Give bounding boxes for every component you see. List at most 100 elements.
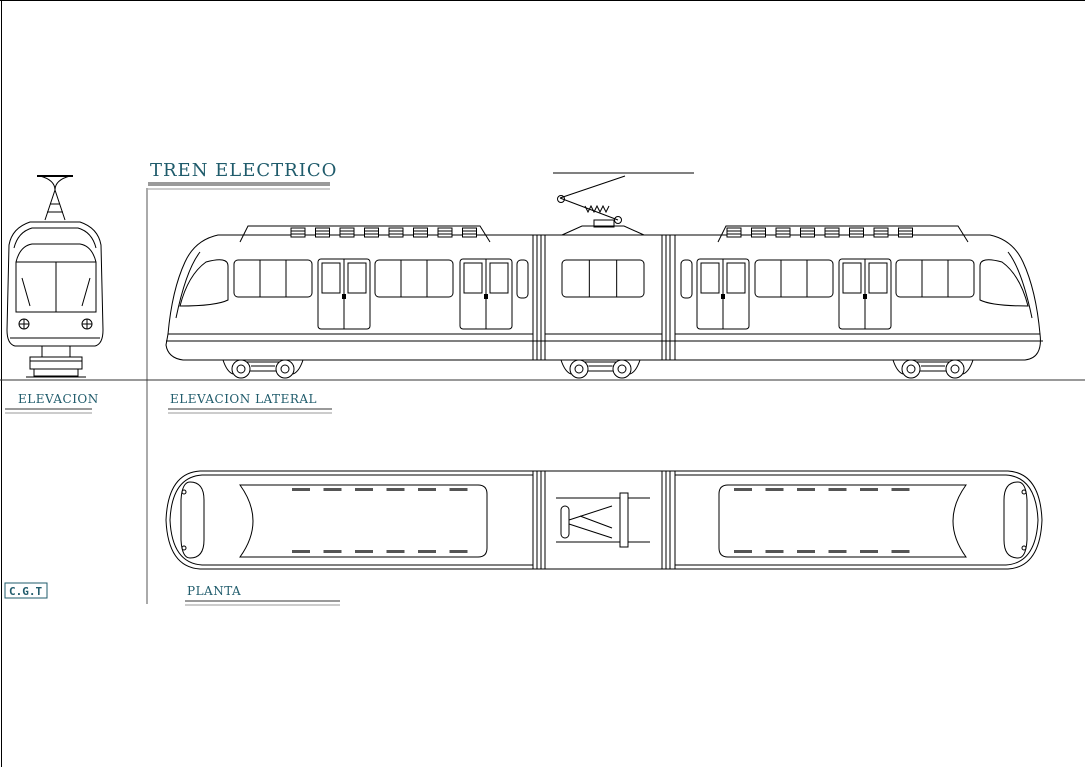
door-handle xyxy=(484,294,488,299)
roof-dash xyxy=(828,488,847,491)
door-glass xyxy=(347,262,367,294)
wheel-hub xyxy=(574,364,584,374)
roof-vent xyxy=(339,227,355,238)
plan-car-left xyxy=(165,470,534,570)
side-bogies xyxy=(222,359,974,379)
roof-vent xyxy=(775,227,791,238)
roof-dash xyxy=(323,488,342,491)
wheel-hub xyxy=(906,364,916,374)
roof-vent xyxy=(800,227,815,238)
door-glass xyxy=(321,262,341,294)
car-right-roof-equipment xyxy=(717,225,969,243)
roof-dash xyxy=(418,488,436,491)
roof-vent xyxy=(290,227,306,238)
side-elevation-view xyxy=(165,172,1043,379)
window xyxy=(374,259,454,298)
roof-dash xyxy=(860,488,878,491)
drawing-title: TREN ELECTRICO xyxy=(150,160,337,181)
front-bogie xyxy=(29,356,83,370)
roof-dash xyxy=(765,550,784,553)
wheel-hub xyxy=(280,364,290,374)
car-left-roof-equipment xyxy=(239,225,491,243)
roof-vent xyxy=(849,227,864,238)
door-handle xyxy=(863,294,867,299)
roof-dash xyxy=(449,488,468,491)
label-side-elevation: ELEVACION LATERAL xyxy=(170,392,317,406)
label-front-elevation: ELEVACION xyxy=(18,392,99,406)
roof-dash xyxy=(765,488,784,491)
roof-dash xyxy=(292,488,310,491)
plan-view xyxy=(165,470,1043,570)
roof-dash xyxy=(418,550,436,553)
roof-dash xyxy=(797,550,815,553)
roof-vent xyxy=(388,227,404,238)
roof-vent xyxy=(824,227,840,238)
skirt-left xyxy=(165,333,534,361)
window xyxy=(561,259,645,298)
roof-dash xyxy=(860,550,878,553)
roof-vent xyxy=(726,227,742,238)
plan-roof-panel-left xyxy=(239,484,488,558)
wheel xyxy=(275,359,295,379)
roof-dash xyxy=(828,550,847,553)
front-body xyxy=(6,221,104,347)
roof-vent xyxy=(437,227,453,238)
roof-dash xyxy=(891,550,910,553)
cab-window-right xyxy=(979,259,1029,307)
plan-roof-dashes xyxy=(292,488,910,553)
small-window xyxy=(680,259,693,299)
wheel xyxy=(612,359,632,379)
roof-dash xyxy=(355,550,373,553)
roof-vent xyxy=(413,227,428,238)
roof-vent xyxy=(898,227,913,238)
door-glass xyxy=(868,262,888,294)
stamp-text: C.G.T xyxy=(9,585,42,598)
plan-car-middle xyxy=(544,470,663,570)
door-handle xyxy=(342,294,346,299)
side-doors xyxy=(317,258,892,330)
bogie-guard xyxy=(560,359,641,375)
roof-vents xyxy=(290,227,913,238)
roof-dash xyxy=(355,488,373,491)
door-glass xyxy=(842,262,862,294)
wheel-hub xyxy=(950,364,960,374)
bogie-guard xyxy=(892,359,974,375)
roof-dash xyxy=(734,550,752,553)
small-window xyxy=(516,259,529,299)
roof-dash xyxy=(386,488,405,491)
articulation-joint-right xyxy=(661,234,676,361)
roof-dash xyxy=(734,488,752,491)
roof-dash xyxy=(449,550,468,553)
plan-pantograph xyxy=(556,492,650,548)
stamp-box xyxy=(4,582,48,599)
roof-dash xyxy=(386,550,405,553)
roof-vent xyxy=(462,227,477,238)
roof-vent xyxy=(751,227,766,238)
cab-window-left xyxy=(179,259,229,307)
plan-roof-panel-right xyxy=(718,484,967,558)
wheel xyxy=(231,359,251,379)
roof-dash xyxy=(292,550,310,553)
label-plan: PLANTA xyxy=(187,584,241,598)
wheel xyxy=(569,359,589,379)
wheel xyxy=(945,359,965,379)
wheel xyxy=(901,359,921,379)
skirt-right xyxy=(674,333,1041,361)
articulation-joint-left xyxy=(532,234,546,361)
door-glass xyxy=(463,262,483,294)
roof-vent xyxy=(364,227,379,238)
window xyxy=(233,259,313,298)
roof-vent xyxy=(873,227,889,238)
door-glass xyxy=(726,262,746,294)
roof-vent xyxy=(315,227,330,238)
door-glass xyxy=(489,262,509,294)
bogie-guard xyxy=(222,359,304,375)
side-windows xyxy=(233,259,975,299)
roof-dash xyxy=(891,488,910,491)
wheel-hub xyxy=(236,364,246,374)
wheel-hub xyxy=(617,364,627,374)
pantograph-arms xyxy=(559,175,626,221)
door-handle xyxy=(721,294,725,299)
window xyxy=(895,259,975,298)
